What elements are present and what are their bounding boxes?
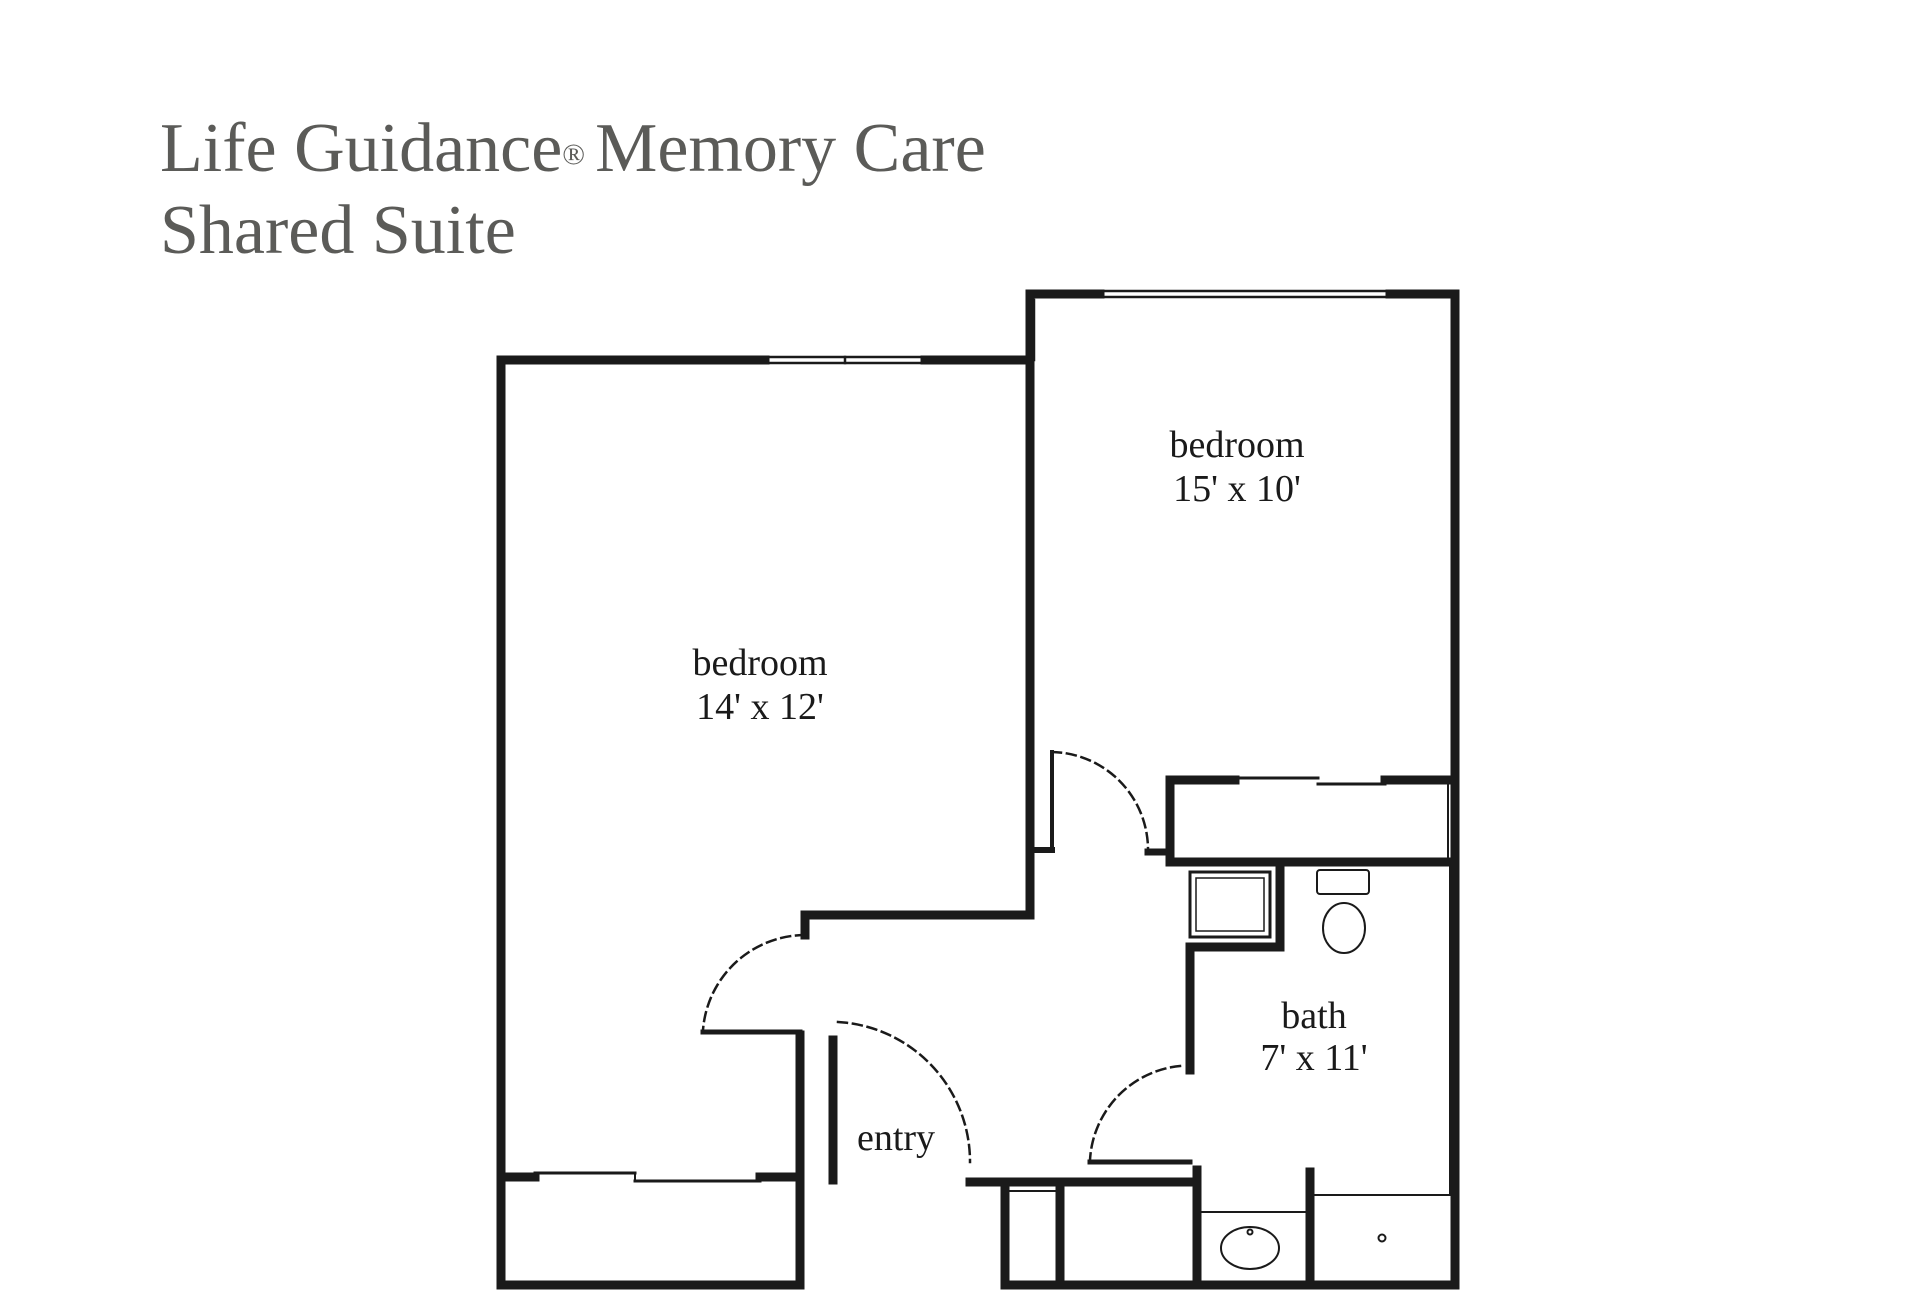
bath-walls [1087,861,1453,1290]
brand-name: Life Guidance [160,110,563,187]
title-line-1: Life Guidance® Memory Care [160,108,986,190]
plan-name: Shared Suite [160,192,516,269]
right-bedroom-walls [1025,289,1460,1290]
left-bedroom-walls [496,355,1035,1290]
left-bedroom-window [763,355,927,365]
bath-name: bath [1281,995,1346,1037]
right-closet [1165,775,1460,867]
shower-box [1188,870,1272,939]
right-bedroom-door-swing [1050,750,1150,854]
left-bedroom-dimensions: 14' x 12' [696,686,824,728]
sink-icon [1220,1226,1280,1270]
left-bedroom-door-swing [701,933,807,1032]
toilet-icon [1316,869,1370,954]
registered-mark: ® [562,138,586,171]
left-closet [496,1029,805,1183]
bath-door-swing [1088,1064,1182,1162]
right-bedroom-window [1032,289,1392,362]
right-bedroom-door-jamb [1025,355,1174,856]
right-bedroom-name: bedroom [1169,424,1304,466]
door-swings [701,750,1182,1164]
bath-dimensions: 7' x 11' [1260,1037,1367,1079]
right-bedroom-dimensions: 15' x 10' [1173,468,1301,510]
entry-label: entry [857,1117,935,1159]
program-name: Memory Care [595,110,986,187]
hall-closets [828,1035,1460,1290]
left-bedroom-name: bedroom [692,642,827,684]
entry-door-swing [836,1020,972,1164]
plan-title: Life Guidance® Memory Care Shared Suite [160,108,986,272]
drain-icon [1377,1233,1387,1243]
